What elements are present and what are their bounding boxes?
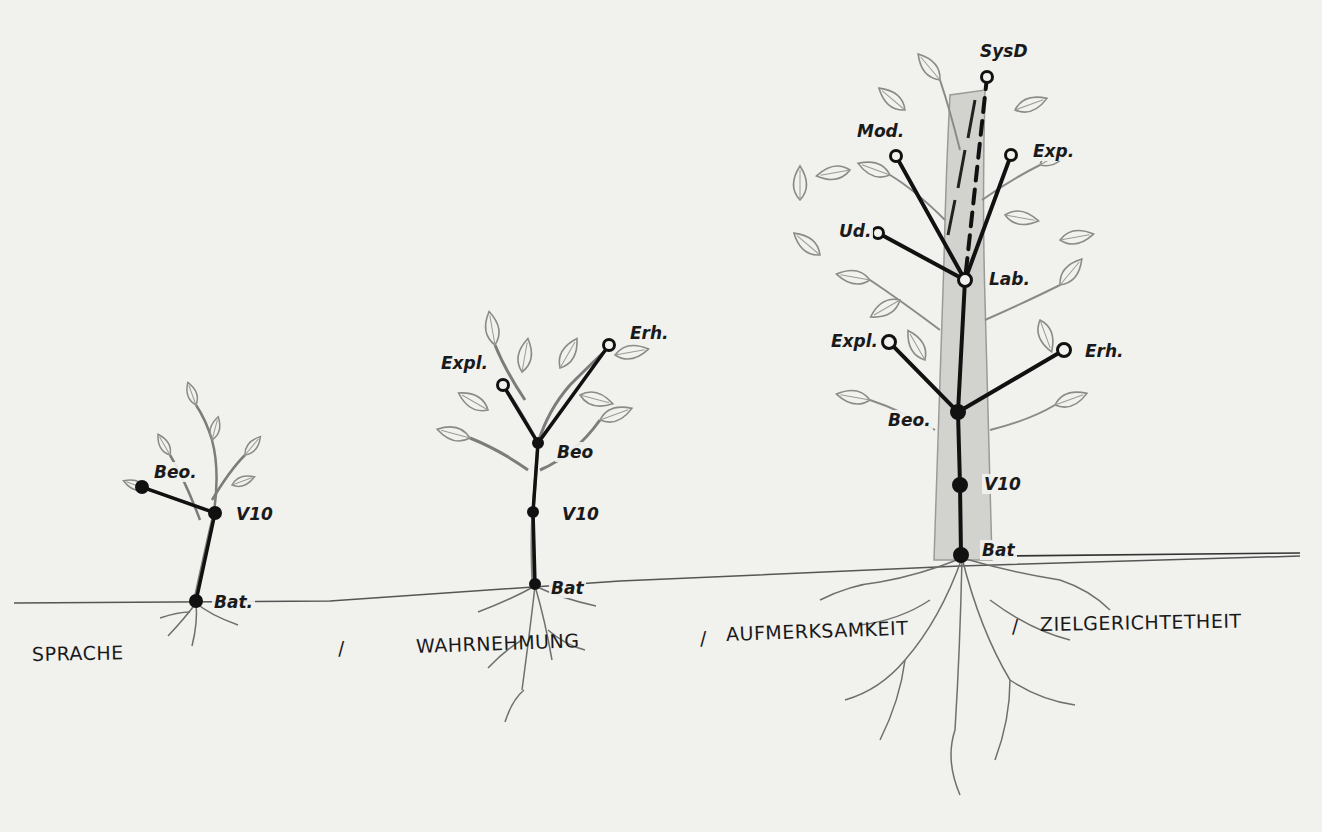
open-circle: Expl. — [881, 334, 897, 350]
branch-line — [149, 489, 209, 510]
filled-dot: V10 — [527, 506, 539, 518]
plant-stem — [146, 405, 245, 602]
plant-stem — [470, 345, 606, 586]
filled-dot: V10 — [208, 506, 222, 520]
filled-dot: Beo. — [950, 404, 966, 420]
branch-line — [958, 420, 960, 477]
node-label: Beo — [555, 442, 595, 462]
node-label: V10 — [982, 474, 1023, 494]
node-label: Bat — [980, 540, 1017, 560]
open-circle: Expl. — [496, 378, 510, 392]
filled-dot: Beo. — [135, 480, 149, 494]
separator: / — [338, 636, 346, 660]
branch-line — [507, 391, 535, 438]
node-label: Bat. — [212, 592, 255, 612]
ground-line — [14, 556, 1300, 603]
filled-dot: Bat — [953, 547, 969, 563]
filled-dot: Beo — [532, 437, 544, 449]
node-label: V10 — [234, 504, 275, 524]
node-label: Beo. — [886, 410, 933, 430]
branch-line — [542, 351, 605, 438]
node-label: Expl. — [829, 331, 880, 351]
open-circle: Exp. — [1004, 148, 1018, 162]
node-label: Mod. — [855, 121, 906, 141]
leaves — [790, 50, 1095, 411]
node-label: Expl. — [439, 353, 490, 373]
branch-line — [895, 348, 953, 407]
node-label: Erh. — [1083, 341, 1126, 361]
branch-line — [197, 520, 213, 594]
separator: / — [700, 626, 708, 650]
branch-line — [968, 162, 1009, 273]
open-circle: Mod. — [889, 149, 903, 163]
separator: / — [1012, 614, 1019, 638]
leaves — [122, 381, 264, 493]
branch-line — [533, 449, 537, 506]
node-label: Erh. — [628, 323, 671, 343]
filled-dot: Bat. — [189, 594, 203, 608]
branch-line — [884, 236, 958, 276]
roots — [820, 558, 1110, 795]
node-label: Ud. — [837, 221, 873, 241]
branch-line — [958, 288, 964, 404]
category-label: WAHRNEHMUNG — [416, 628, 580, 658]
category-label: SPRACHE — [32, 640, 124, 666]
branch-line — [533, 518, 535, 578]
node-label: V10 — [560, 504, 601, 524]
branch-line — [899, 162, 961, 273]
open-circle: Ud. — [871, 226, 885, 240]
node-label: Lab. — [987, 269, 1032, 289]
category-label: ZIELGERICHTETHEIT — [1040, 608, 1242, 636]
filled-dot: V10 — [952, 477, 968, 493]
category-label: AUFMERKSAMKEIT — [726, 616, 909, 646]
node-label: SysD — [978, 41, 1030, 61]
node-label: Exp. — [1031, 141, 1076, 161]
open-circle: Erh. — [1056, 342, 1072, 358]
branch-line — [958, 493, 963, 547]
ground-line — [1000, 553, 1300, 556]
open-circle: SysD — [980, 70, 994, 84]
filled-dot: Bat — [529, 578, 541, 590]
open-circle: Lab. — [957, 272, 973, 288]
branch-line — [965, 354, 1057, 408]
node-label: Beo. — [152, 462, 199, 482]
leaves — [435, 310, 649, 444]
open-circle: Erh. — [602, 338, 616, 352]
node-label: Bat — [549, 578, 586, 598]
branch-line — [966, 84, 986, 272]
